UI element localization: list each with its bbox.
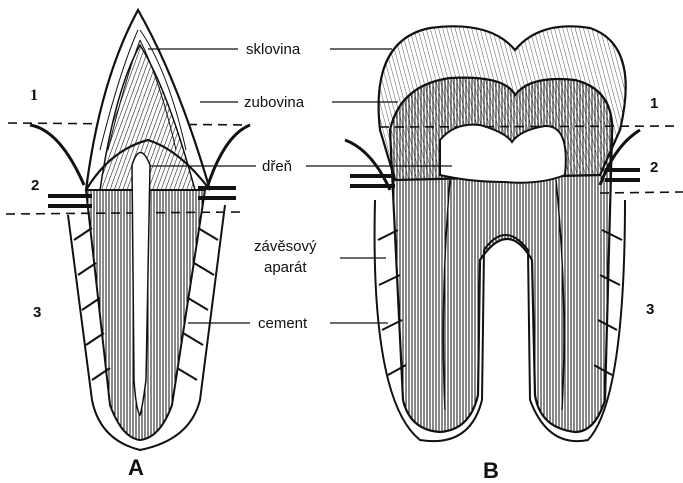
zone-right-2: 2 — [650, 159, 658, 176]
tooth-a — [30, 10, 250, 450]
label-dentin: zubovina — [244, 94, 305, 111]
tooth-b-gum-left — [345, 140, 390, 190]
label-enamel: sklovina — [246, 41, 301, 58]
zone-left-2: 2 — [31, 177, 39, 194]
zone-left-3: 3 — [33, 304, 41, 321]
zone-right-1: 1 — [650, 95, 658, 112]
figure-label-a: A — [128, 455, 144, 480]
tooth-b — [345, 26, 640, 441]
figure-label-b: B — [483, 458, 499, 483]
label-periodontal-line1: závěsový — [254, 238, 317, 255]
label-pulp: dřeň — [262, 158, 292, 175]
label-periodontal-line2: aparát — [264, 259, 307, 276]
zone-right-3: 3 — [646, 301, 654, 318]
tooth-a-gum-left — [30, 125, 84, 185]
tooth-b-pulp — [440, 125, 566, 183]
label-cementum: cement — [258, 315, 308, 332]
tooth-a-gum-right — [208, 125, 250, 185]
tooth-b-dentin — [390, 78, 612, 432]
zone-left-1: 1 — [30, 87, 38, 104]
zone-line-lower-right — [600, 192, 683, 193]
